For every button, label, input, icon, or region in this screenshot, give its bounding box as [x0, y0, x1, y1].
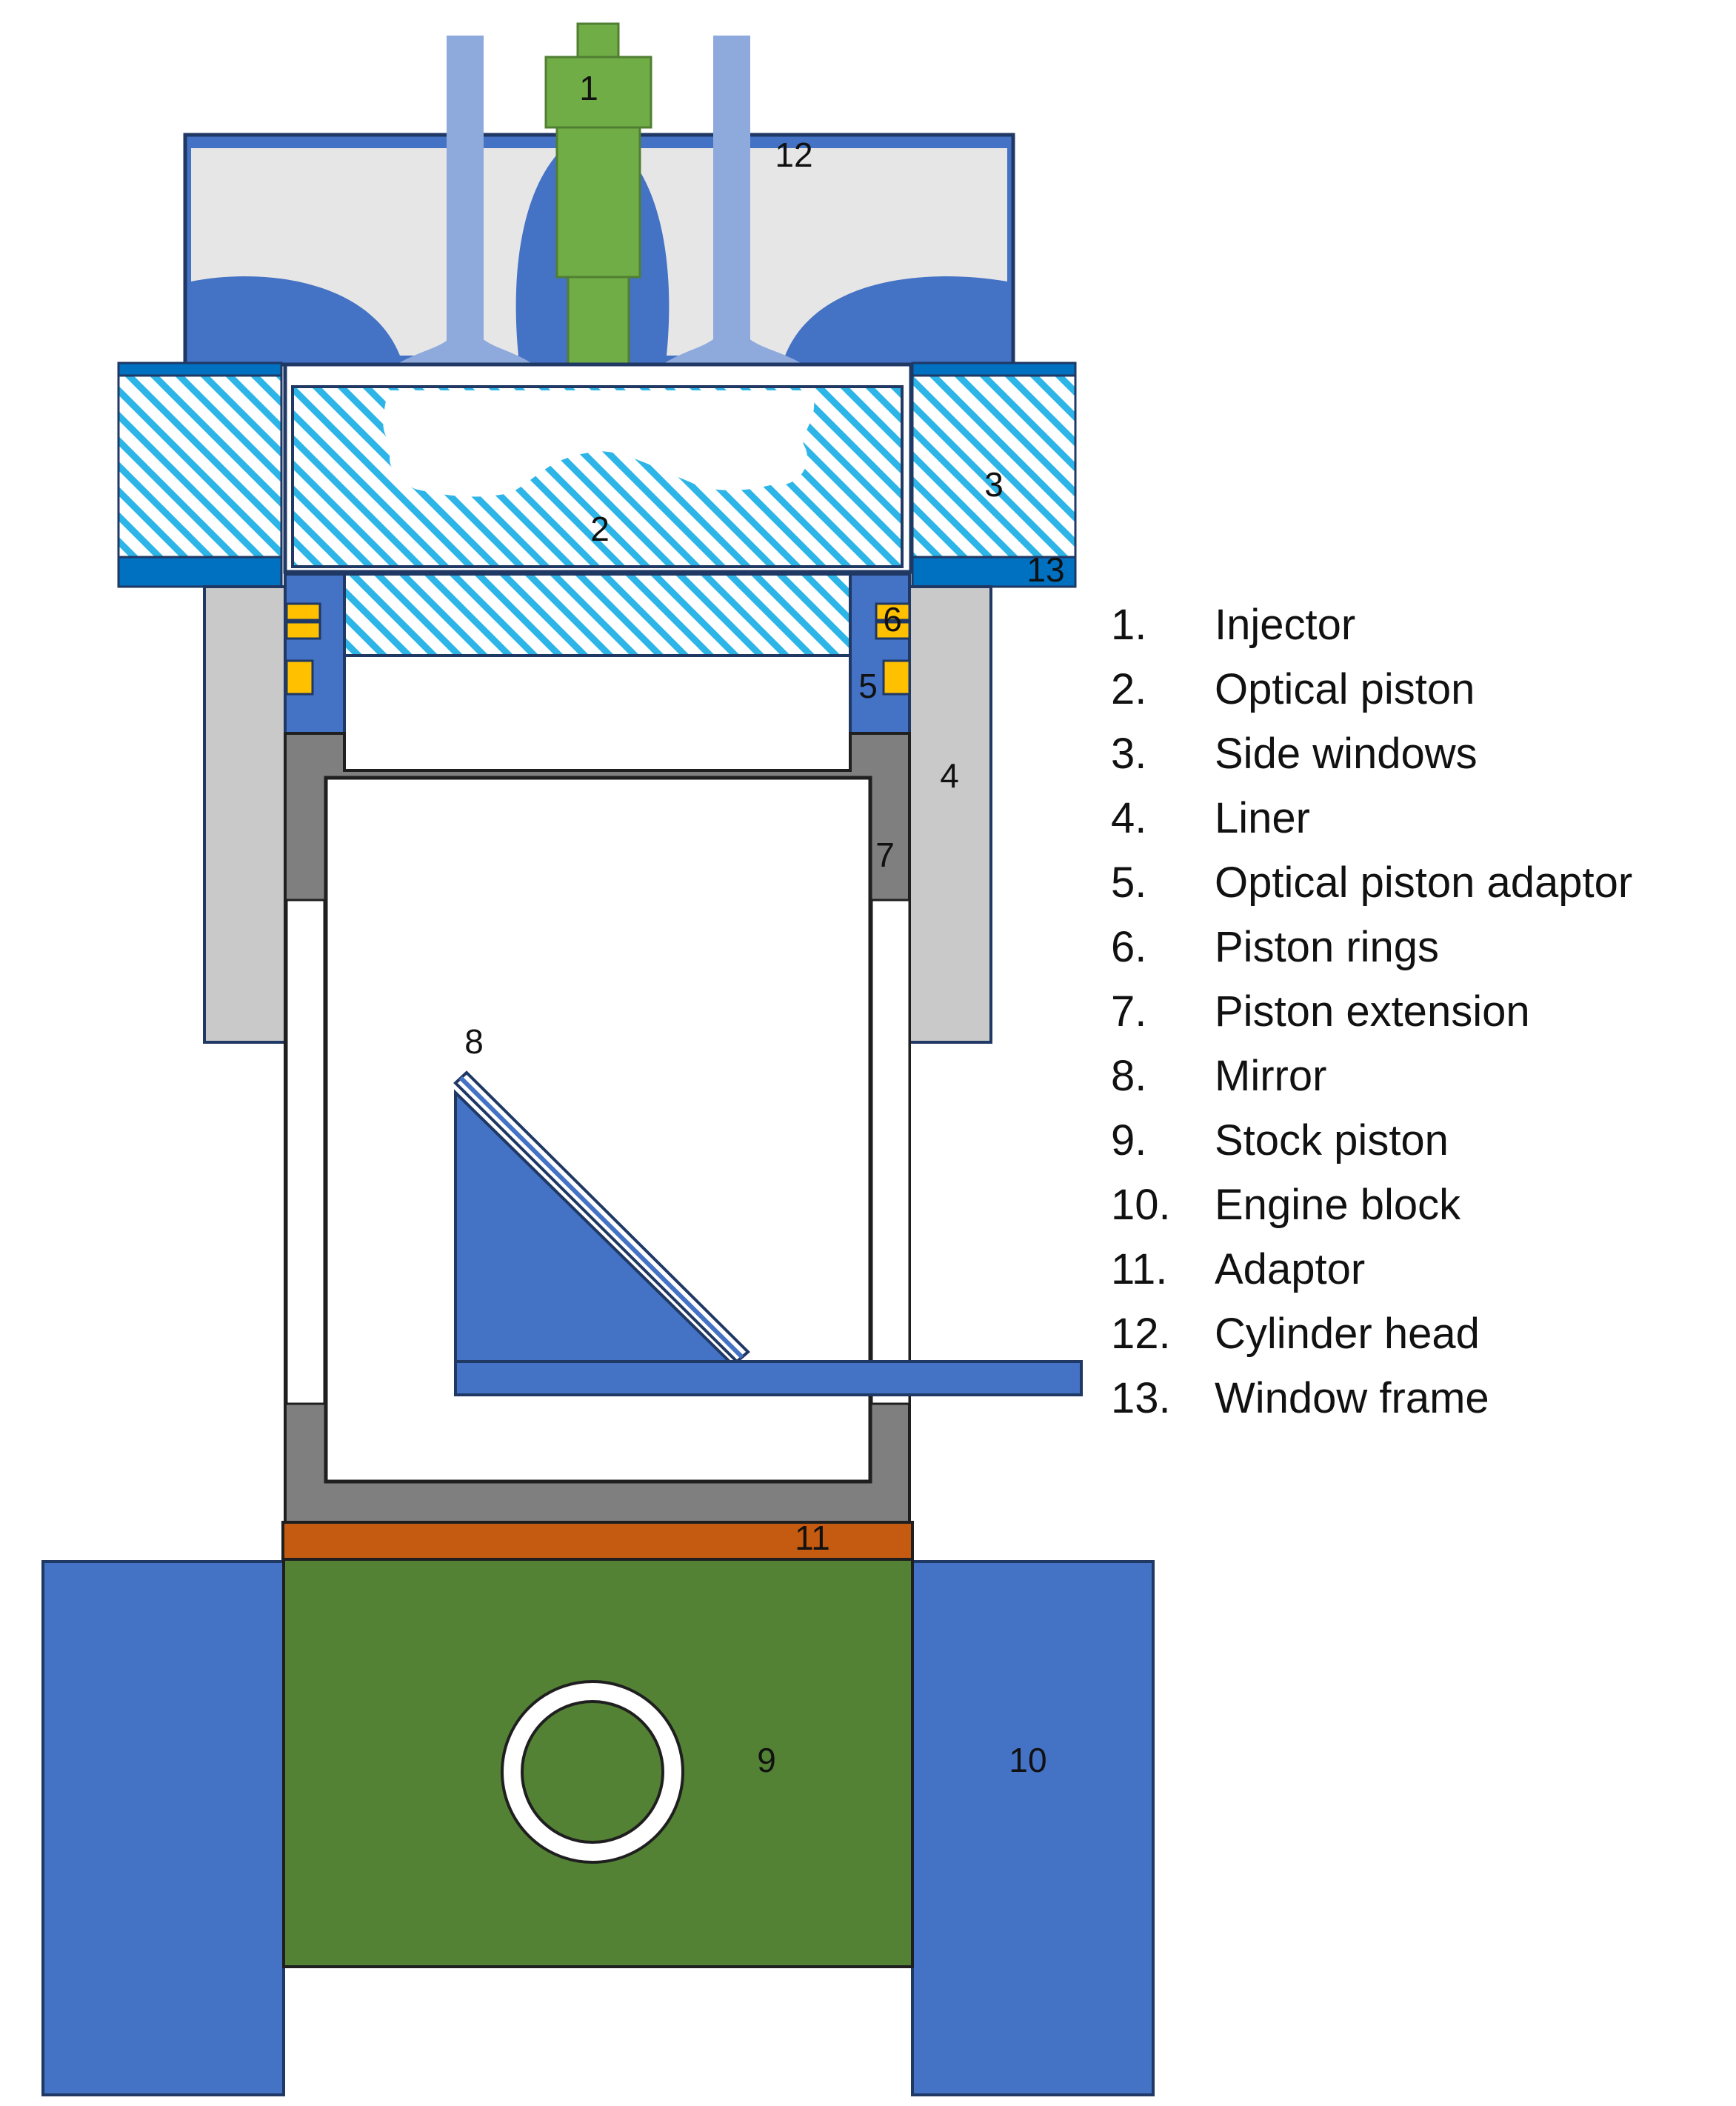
engine-block-left: [41, 1560, 285, 2096]
legend-label: Piston extension: [1215, 987, 1530, 1036]
side-window-left: [117, 361, 283, 588]
legend-number: 6.: [1111, 923, 1147, 971]
legend-item: 10. Engine block: [1111, 1173, 1632, 1237]
legend: 1. Injector 2. Optical piston 3. Side windo…: [1111, 593, 1632, 1430]
legend-number: 4.: [1111, 794, 1147, 842]
legend-item: 13. Window frame: [1111, 1366, 1632, 1430]
legend-number: 2.: [1111, 665, 1147, 713]
legend-number: 12.: [1111, 1310, 1171, 1358]
label-6: 6: [883, 600, 902, 639]
legend-label: Engine block: [1215, 1181, 1461, 1229]
label-8: 8: [464, 1022, 484, 1061]
legend-label: Optical piston adaptor: [1215, 859, 1633, 907]
mirror: [453, 1070, 1083, 1396]
label-10: 10: [1009, 1741, 1046, 1779]
legend-label: Adaptor: [1215, 1245, 1366, 1293]
legend-item: 7. Piston extension: [1111, 979, 1632, 1044]
legend-number: 1.: [1111, 601, 1147, 649]
legend-number: 5.: [1111, 859, 1147, 907]
legend-label: Cylinder head: [1215, 1310, 1480, 1358]
stock-piston: [282, 1558, 914, 1968]
label-7: 7: [875, 836, 895, 874]
legend-item: 1. Injector: [1111, 593, 1632, 657]
legend-number: 11.: [1111, 1245, 1168, 1293]
label-2: 2: [590, 510, 610, 548]
injector: [544, 22, 652, 429]
legend-item: 8. Mirror: [1111, 1044, 1632, 1108]
legend-number: 8.: [1111, 1052, 1147, 1100]
optical-piston-adaptor-right: [849, 573, 911, 735]
legend-number: 3.: [1111, 730, 1147, 778]
legend-label: Stock piston: [1215, 1116, 1449, 1164]
optical-piston-adaptor-left: [284, 573, 346, 735]
label-1: 1: [579, 69, 598, 107]
legend-label: Optical piston: [1215, 665, 1475, 713]
legend-item: 12. Cylinder head: [1111, 1302, 1632, 1366]
side-window-right: [911, 361, 1077, 588]
optical-piston-lower: [343, 573, 852, 657]
legend-number: 10.: [1111, 1181, 1171, 1229]
legend-item: 3. Side windows: [1111, 722, 1632, 786]
legend-label: Piston rings: [1215, 923, 1440, 971]
exhaust-valve: [659, 36, 807, 367]
liner-left: [203, 585, 287, 1044]
legend-item: 11. Adaptor: [1111, 1237, 1632, 1302]
label-3: 3: [984, 465, 1004, 504]
legend-number: 13.: [1111, 1374, 1171, 1422]
legend-label: Side windows: [1215, 730, 1478, 778]
legend-number: 9.: [1111, 1116, 1147, 1164]
label-13: 13: [1026, 550, 1064, 589]
legend-number: 7.: [1111, 987, 1147, 1036]
engine-block-right: [911, 1560, 1155, 2096]
label-12: 12: [775, 136, 812, 174]
legend-item: 2. Optical piston: [1111, 657, 1632, 722]
label-9: 9: [757, 1741, 776, 1779]
legend-label: Injector: [1215, 601, 1356, 649]
legend-item: 6. Piston rings: [1111, 915, 1632, 979]
piston-extension: [284, 732, 911, 1524]
intake-valve: [393, 36, 537, 367]
legend-label: Window frame: [1215, 1374, 1489, 1422]
legend-item: 9. Stock piston: [1111, 1108, 1632, 1173]
piston-rings: [285, 602, 911, 696]
legend-item: 4. Liner: [1111, 786, 1632, 850]
liner-right: [908, 585, 992, 1044]
label-4: 4: [940, 756, 959, 795]
legend-item: 5. Optical piston adaptor: [1111, 850, 1632, 915]
legend-label: Liner: [1215, 794, 1310, 842]
legend-label: Mirror: [1215, 1052, 1327, 1100]
label-11: 11: [795, 1519, 830, 1557]
label-5: 5: [858, 667, 878, 705]
optical-piston: [291, 385, 904, 568]
